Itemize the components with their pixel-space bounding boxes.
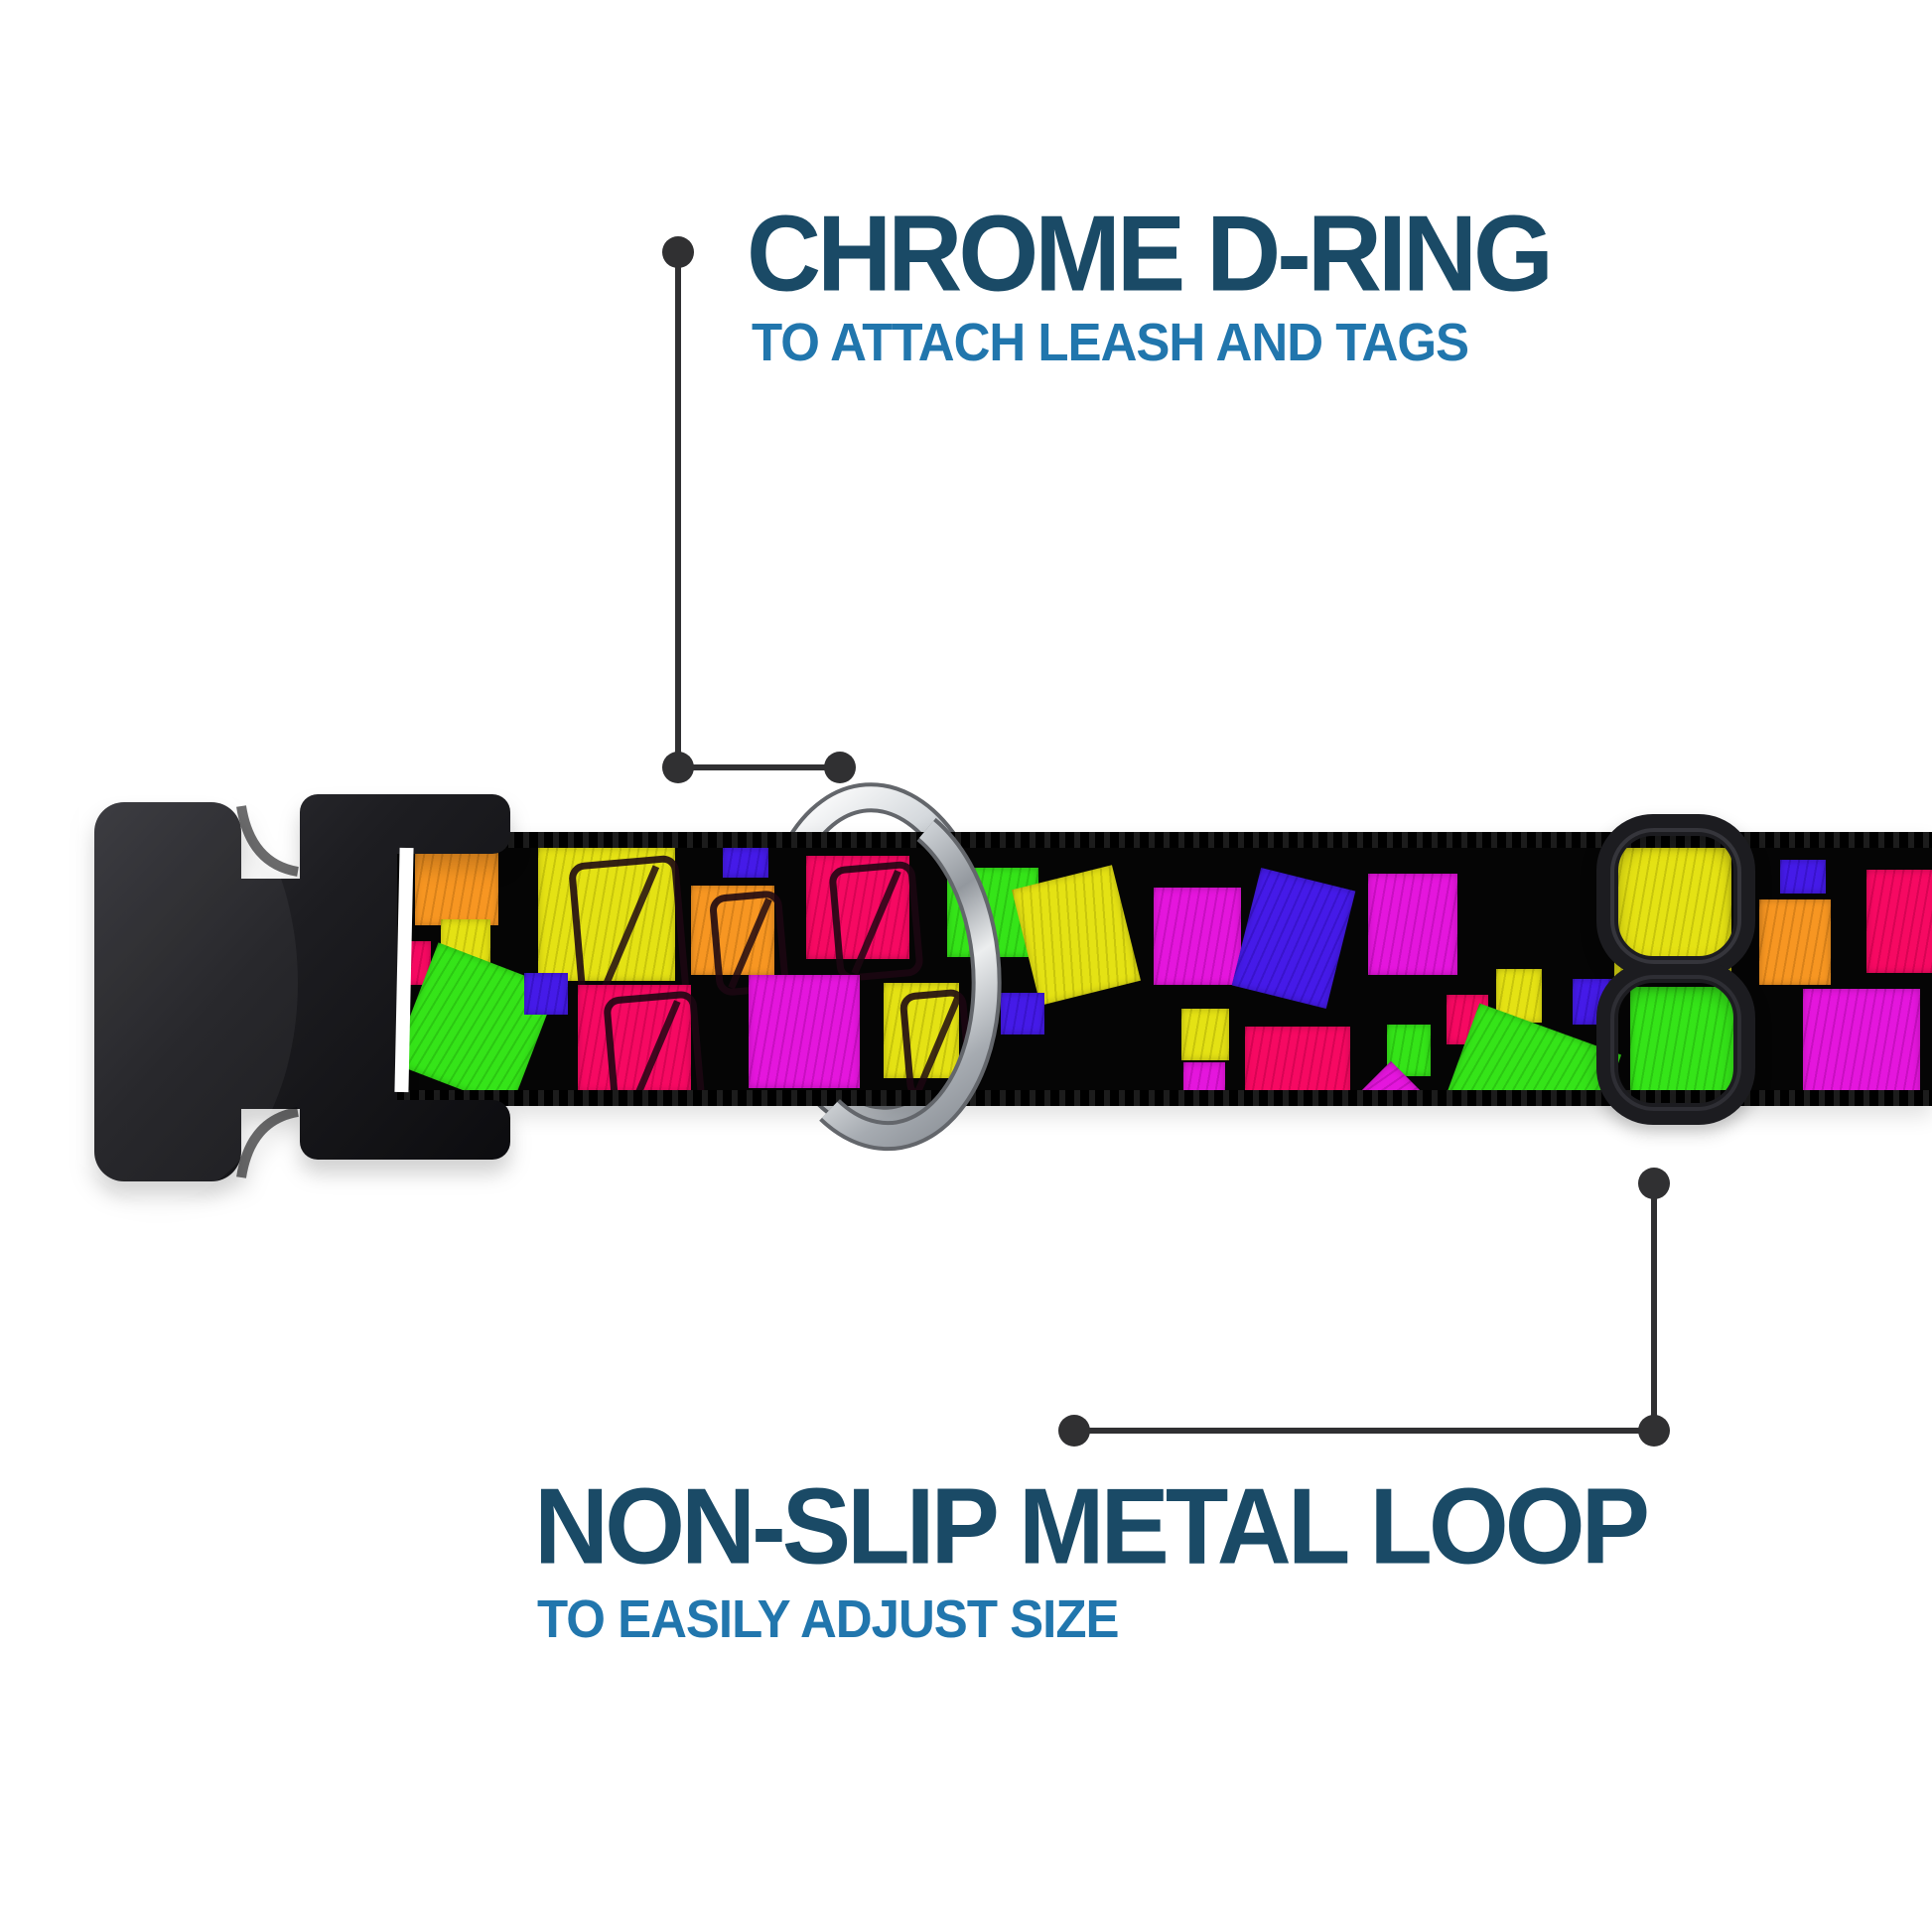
scribble-diagonal bbox=[627, 999, 680, 1090]
pattern-square-yellow bbox=[1181, 1009, 1229, 1060]
pattern-square-green bbox=[1387, 1025, 1431, 1076]
pattern-square-pink bbox=[578, 985, 706, 1090]
pattern-square-orange bbox=[415, 850, 498, 925]
pattern-square-pink bbox=[806, 856, 924, 983]
pattern-square-yellow bbox=[538, 848, 690, 1008]
loop-title: NON-SLIP METAL LOOP bbox=[534, 1466, 1650, 1587]
pattern-square-blue bbox=[723, 848, 768, 878]
pattern-square-yellow bbox=[884, 983, 975, 1090]
pattern-square-magenta bbox=[1368, 874, 1457, 975]
leader-line-vertical bbox=[1651, 1191, 1657, 1434]
pattern-square-blue bbox=[1231, 867, 1356, 1010]
pattern-square-magenta bbox=[1154, 888, 1241, 985]
pattern-square-orange bbox=[1759, 899, 1831, 985]
pattern-square-blue bbox=[1780, 860, 1826, 894]
pattern-square-pink bbox=[1866, 870, 1932, 973]
leader-dot bbox=[824, 752, 856, 783]
pattern-square-magenta bbox=[749, 975, 860, 1088]
pattern-square-magenta bbox=[1183, 1062, 1225, 1090]
d-ring-icon bbox=[819, 817, 1002, 1152]
buckle-icon bbox=[79, 784, 510, 1201]
dring-title: CHROME D-RING bbox=[747, 194, 1554, 315]
pattern-square-blue bbox=[1001, 993, 1044, 1035]
loop-subtitle: TO EASILY ADJUST SIZE bbox=[537, 1588, 1119, 1649]
pattern-square-green bbox=[1630, 987, 1739, 1090]
dring-subtitle: TO ATTACH LEASH AND TAGS bbox=[752, 312, 1469, 372]
leader-line-horizontal bbox=[1076, 1428, 1654, 1434]
pattern-square-orange bbox=[691, 886, 789, 998]
pattern-square-magenta bbox=[1803, 989, 1920, 1090]
leader-line-horizontal bbox=[678, 764, 841, 770]
leader-dot bbox=[1058, 1415, 1090, 1447]
leader-line-vertical bbox=[675, 260, 681, 770]
pattern-square-pink bbox=[1245, 1027, 1350, 1090]
scribble-outline bbox=[602, 989, 706, 1090]
slider-loop-icon bbox=[1596, 814, 1755, 1125]
collar-pattern bbox=[395, 848, 1932, 1090]
pattern-square-blue bbox=[524, 973, 568, 1015]
scribble-diagonal bbox=[597, 864, 660, 1000]
